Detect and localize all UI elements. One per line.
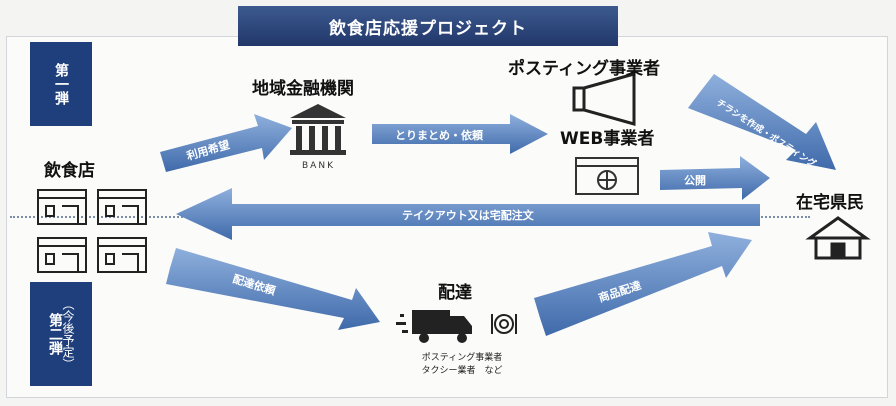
arrow-goods-delivery: 商品配達 [534, 232, 752, 336]
phase-second-badge: 第二弾 （今後予定） [30, 282, 92, 386]
arrow-request: とりまとめ・依頼 [372, 114, 548, 154]
bank-sign: BANK [302, 161, 335, 171]
web-label: WEB事業者 [560, 129, 655, 149]
bank-org-label: 地域金融機関 [252, 79, 354, 99]
arrow-flyer: チラシを作成・ポスティング [688, 74, 836, 170]
phase-first-badge: 第一弾 [30, 42, 92, 126]
shop-icon [37, 237, 87, 273]
bank-icon [290, 104, 346, 155]
megaphone-icon [572, 72, 636, 126]
title-banner: 飲食店応援プロジェクト [238, 6, 618, 46]
posting-label: ポスティング事業者 [508, 59, 660, 79]
delivery-note-line2: タクシー業者 など [421, 365, 503, 376]
shop-icon [97, 237, 147, 273]
phase-second-note: （今後予定） [61, 298, 75, 370]
arrow-takeout-label: テイクアウト又は宅配注文 [402, 208, 535, 222]
restaurant-label: 飲食店 [44, 161, 95, 181]
dishware-icon [491, 314, 517, 334]
arrow-takeout: テイクアウト又は宅配注文 [176, 188, 760, 240]
resident-label: 在宅県民 [796, 193, 864, 213]
delivery-label: 配達 [438, 283, 472, 303]
delivery-truck-icon [396, 310, 472, 343]
house-icon [805, 216, 871, 260]
web-browser-icon [575, 157, 639, 195]
arrow-request-label: とりまとめ・依頼 [395, 128, 484, 142]
shop-icon [37, 189, 87, 225]
phase-second-label: 第二弾 [47, 313, 63, 355]
delivery-note-line1: ポスティング事業者 [421, 353, 503, 363]
arrow-delivery-request: 配達依頼 [166, 248, 380, 330]
phase-first-label: 第一弾 [53, 63, 69, 105]
shop-icon [97, 189, 147, 225]
arrow-publish-label: 公開 [684, 174, 706, 187]
delivery-note: ポスティング事業者 タクシー業者 など [406, 352, 518, 377]
shop-icons [37, 189, 147, 273]
arrow-publish: 公開 [660, 156, 770, 200]
arrow-usage-apply: 利用希望 [160, 114, 292, 172]
